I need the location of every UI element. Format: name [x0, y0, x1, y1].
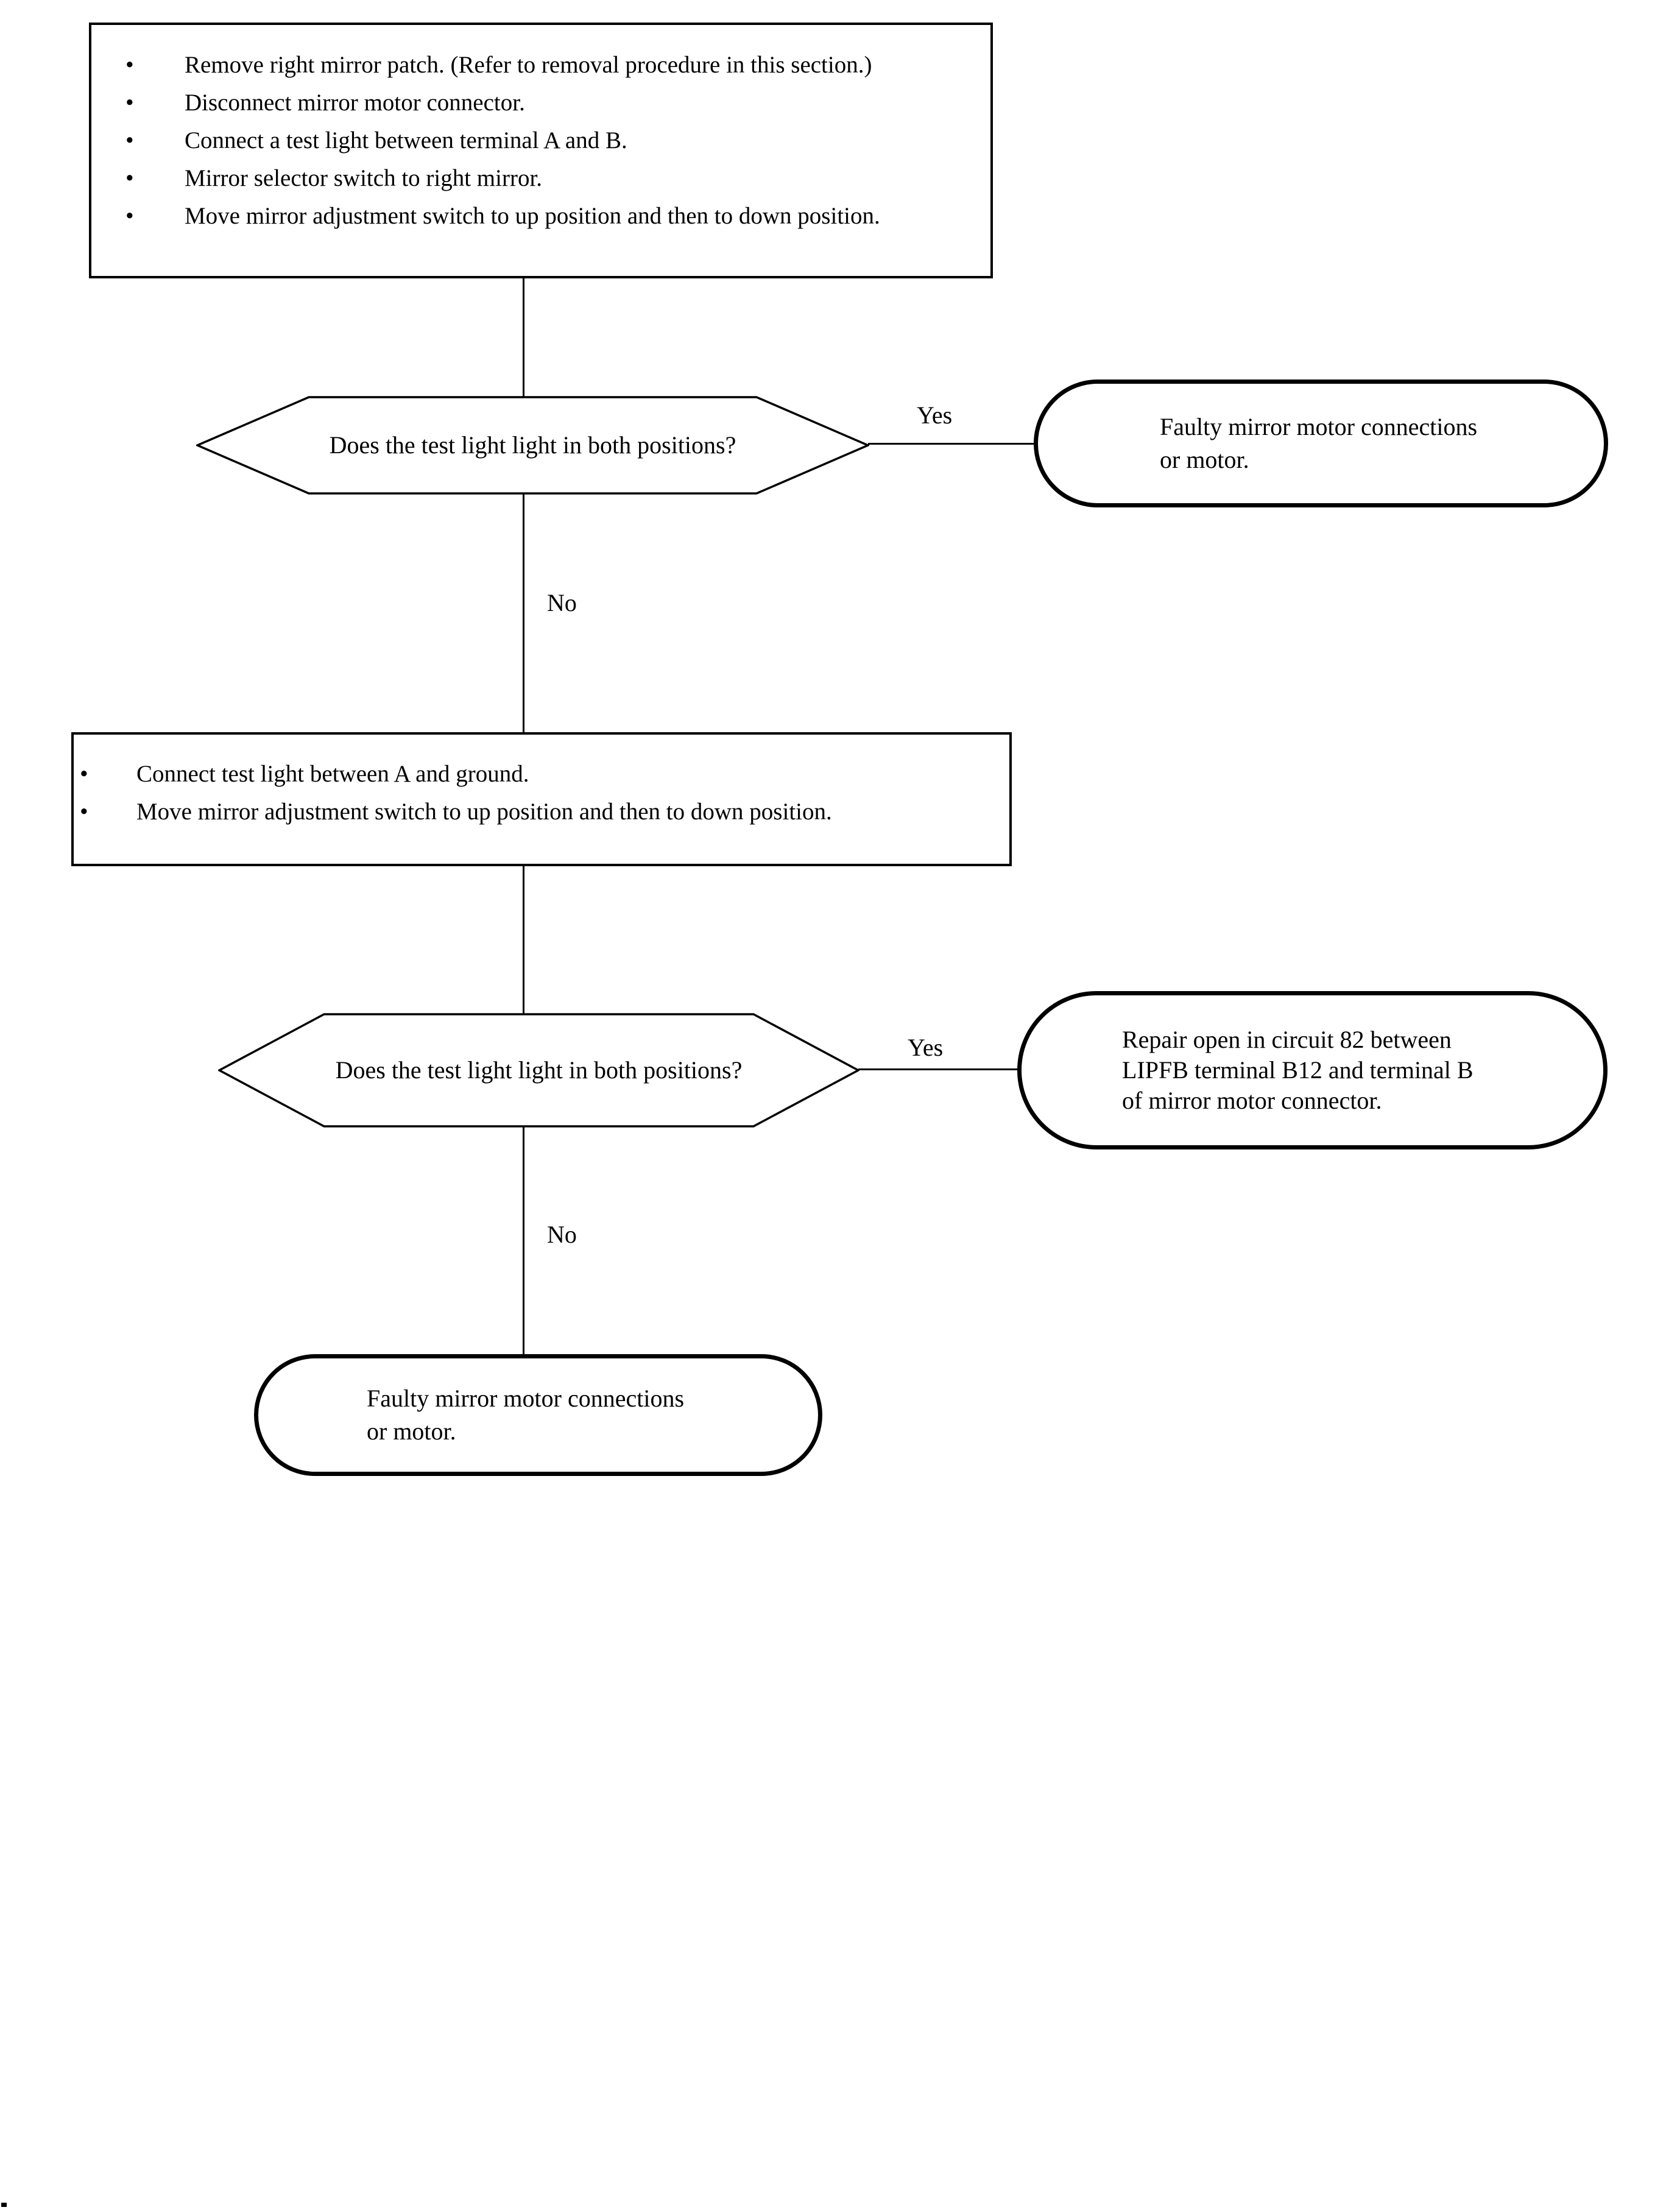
bullet-icon: • — [125, 165, 134, 191]
step-list: • Remove right mirror patch. (Refer to r… — [91, 50, 978, 231]
terminal-text-line: Faulty mirror motor connections — [367, 1385, 685, 1412]
list-item-text: Connect test light between A and ground. — [136, 761, 529, 787]
terminal-faulty-motor-1: Faulty mirror motor connections or motor… — [1034, 380, 1608, 507]
decision1-yes-label: Yes — [917, 401, 953, 429]
list-item-text: Move mirror adjustment switch to up posi… — [136, 799, 832, 825]
step-list: • Connect test light between A and groun… — [74, 759, 997, 827]
bullet-icon: • — [125, 52, 134, 78]
connector-line-decision2-no — [523, 1126, 524, 1354]
bullet-icon: • — [125, 90, 134, 116]
list-item: • Move mirror adjustment switch to up po… — [91, 201, 978, 231]
decision2-hexagon-shape — [218, 1013, 859, 1128]
list-item-text: Disconnect mirror motor connector. — [185, 90, 525, 116]
process-box-initial-steps: • Remove right mirror patch. (Refer to r… — [89, 23, 993, 278]
decision1-hexagon-shape — [196, 396, 869, 495]
process-box-second-steps: • Connect test light between A and groun… — [71, 732, 1012, 866]
terminal-text-line: of mirror motor connector. — [1122, 1087, 1382, 1114]
list-item: • Connect test light between A and groun… — [74, 759, 997, 789]
list-item: • Remove right mirror patch. (Refer to r… — [91, 50, 978, 80]
decision2-question: Does the test light light in both positi… — [335, 1056, 743, 1084]
list-item-text: Connect a test light between terminal A … — [185, 127, 627, 154]
list-item: • Mirror selector switch to right mirror… — [91, 163, 978, 194]
connector-line-decision1-yes — [868, 443, 1034, 445]
bullet-icon: • — [80, 799, 88, 825]
list-item-text: Remove right mirror patch. (Refer to rem… — [185, 52, 872, 78]
decision2-yes-label: Yes — [908, 1034, 944, 1061]
terminal-text-line: Repair open in circuit 82 between — [1122, 1026, 1452, 1053]
bullet-icon: • — [125, 127, 134, 154]
connector-line-decision2-yes — [858, 1068, 1017, 1070]
connector-line-step1-to-decision1 — [523, 278, 524, 397]
list-item-text: Mirror selector switch to right mirror. — [185, 165, 543, 191]
connector-line-step2-to-decision2 — [523, 866, 524, 1014]
list-item: • Disconnect mirror motor connector. — [91, 88, 978, 118]
decision1-question: Does the test light light in both positi… — [329, 431, 736, 459]
terminal-text-line: Faulty mirror motor connections — [1160, 413, 1478, 440]
scan-artifact-dot — [1, 2203, 7, 2207]
list-item-text: Move mirror adjustment switch to up posi… — [185, 203, 880, 229]
terminal-text-line: or motor. — [1160, 446, 1249, 473]
list-item: • Move mirror adjustment switch to up po… — [74, 797, 997, 827]
connector-line-decision1-no — [523, 493, 524, 732]
list-item: • Connect a test light between terminal … — [91, 125, 978, 156]
bullet-icon: • — [80, 761, 88, 787]
terminal-text-line: LIPFB terminal B12 and terminal B — [1122, 1056, 1474, 1084]
terminal-repair-circuit-82: Repair open in circuit 82 between LIPFB … — [1017, 991, 1608, 1149]
terminal-faulty-motor-2: Faulty mirror motor connections or motor… — [254, 1354, 822, 1476]
decision1-no-label: No — [547, 589, 577, 616]
decision2-no-label: No — [547, 1221, 577, 1248]
terminal-text-line: or motor. — [367, 1417, 456, 1445]
bullet-icon: • — [125, 203, 134, 229]
